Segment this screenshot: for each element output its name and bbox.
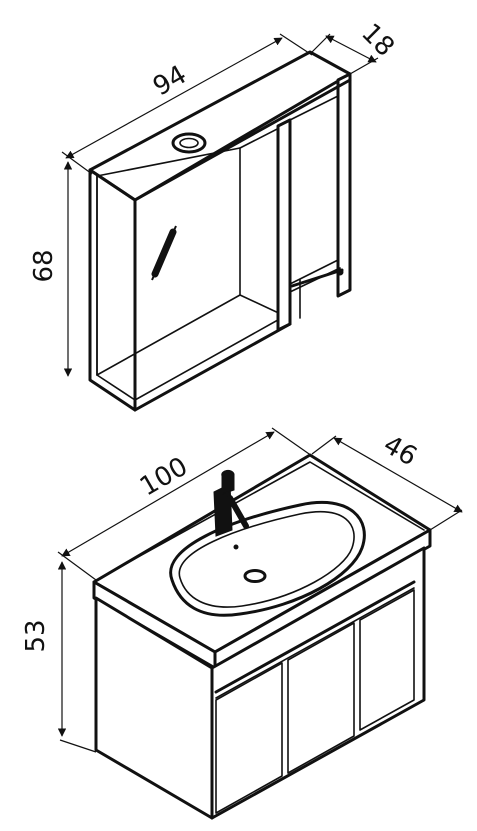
- vanity-unit: [92, 453, 432, 820]
- cabinet-side-face: [336, 72, 352, 298]
- mirror-width-label: 94: [148, 60, 192, 103]
- light-hole: [171, 132, 207, 154]
- vanity-front: [210, 546, 426, 820]
- cabinet-handle: [151, 225, 177, 281]
- vanity-height-label: 53: [21, 619, 51, 652]
- cabinet-top-face: [88, 50, 352, 202]
- drain: [243, 569, 267, 583]
- vanity-height-dimension: 53: [21, 561, 97, 753]
- vanity-depth-label: 46: [378, 430, 422, 473]
- vanity-door-right: [359, 589, 415, 731]
- vanity-width-label: 100: [135, 452, 193, 503]
- vanity-door-left: [215, 662, 283, 814]
- mirror-depth-label: 18: [355, 18, 400, 63]
- countertop-side-edge: [213, 528, 432, 670]
- mirror-height-label: 68: [29, 249, 59, 282]
- cabinet-divider: [276, 118, 292, 332]
- mirror-height-dimension: 68: [29, 161, 73, 377]
- towel-bar: [290, 268, 344, 288]
- vanity-door-middle: [287, 622, 355, 774]
- mirror-cabinet: [88, 50, 352, 412]
- drawer-top-edge: [214, 580, 416, 694]
